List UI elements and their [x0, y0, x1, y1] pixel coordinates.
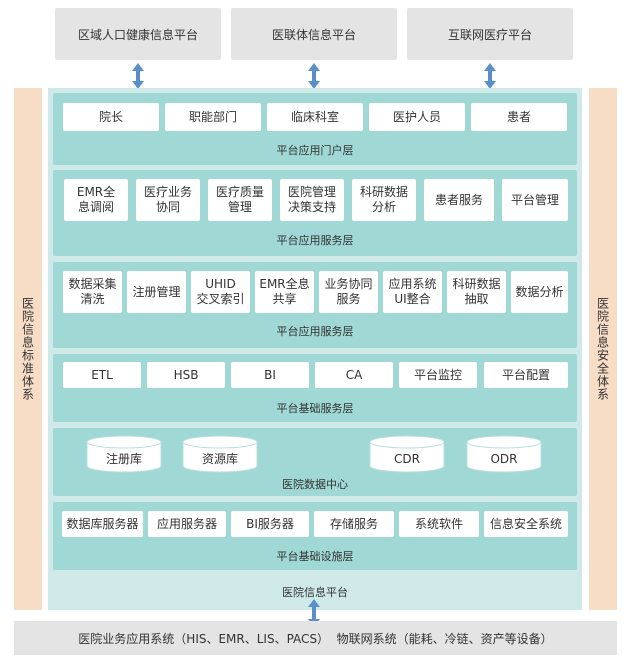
- service-item-label: 科研数据 分析: [359, 185, 408, 214]
- portal-item-label: 院长: [98, 109, 123, 124]
- infrastructure-item: 应用服务器: [148, 511, 226, 537]
- service-item-label: 医院管理 决策支持: [287, 185, 336, 214]
- service-item-label: 科研数据 抽取: [452, 277, 501, 306]
- top-system-internet-hospital: 互联网医疗平台: [407, 8, 573, 60]
- infrastructure-item-label: 应用服务器: [156, 516, 217, 531]
- business-systems-label: 医院业务应用系统（HIS、EMR、LIS、PACS） 物联网系统（能耗、冷链、资…: [78, 631, 553, 646]
- platform-label: 医院信息平台: [282, 586, 348, 599]
- double-arrow-icon: [308, 63, 320, 89]
- base-service-layer-label: 平台基础服务层: [276, 402, 354, 415]
- double-arrow-icon: [132, 63, 144, 89]
- top-system-label: 区域人口健康信息平台: [77, 27, 198, 42]
- standards-pillar-label: 医院信息标准体系: [20, 297, 35, 401]
- service-item-label: 平台管理: [510, 192, 559, 207]
- service-item-label: 应用系统 UI整合: [388, 277, 437, 306]
- application-service-layer-2-label: 平台应用服务层: [276, 325, 354, 338]
- infrastructure-item-label: 存储服务: [329, 516, 378, 531]
- portal-item-label: 医护人员: [392, 109, 441, 124]
- base-service-item: BI: [231, 362, 309, 388]
- database-label: 注册库: [105, 452, 142, 466]
- top-system-medical-alliance: 医联体信息平台: [231, 8, 397, 60]
- database-label: 资源库: [201, 452, 238, 466]
- service-item: 医疗质量 管理: [208, 179, 272, 221]
- standards-pillar: 医院信息标准体系: [14, 88, 42, 610]
- infrastructure-item-label: 系统软件: [414, 516, 463, 531]
- portal-item: 院长: [63, 103, 159, 131]
- database-icon: [369, 435, 445, 473]
- portal-layer-label: 平台应用门户层: [276, 144, 354, 157]
- portal-item: 职能部门: [165, 103, 261, 131]
- service-item: EMR全 息调阅: [64, 179, 128, 221]
- service-item-label: EMR全息 共享: [259, 277, 310, 306]
- database-icon: [182, 435, 258, 473]
- portal-item-label: 职能部门: [188, 109, 237, 124]
- base-service-item-label: 平台配置: [501, 367, 550, 382]
- service-item: 科研数据 分析: [352, 179, 416, 221]
- base-service-item: 平台监控: [399, 362, 477, 388]
- service-item: 医疗业务 协同: [136, 179, 200, 221]
- infrastructure-item: BI服务器: [231, 511, 309, 537]
- security-pillar-label: 医院信息安全体系: [595, 297, 610, 401]
- infrastructure-item-label: 数据库服务器: [66, 516, 139, 531]
- service-item-label: 注册管理: [132, 284, 181, 299]
- service-item-label: 医疗业务 协同: [143, 185, 192, 214]
- portal-item: 患者: [471, 103, 567, 131]
- top-system-label: 医联体信息平台: [271, 27, 356, 42]
- service-item-label: 数据采集 清洗: [68, 277, 117, 306]
- base-service-item: HSB: [147, 362, 225, 388]
- service-item: 业务协同 服务: [319, 271, 378, 313]
- service-item-label: EMR全 息调阅: [76, 185, 116, 214]
- application-service-layer-1-label: 平台应用服务层: [276, 234, 354, 247]
- top-system-regional-health: 区域人口健康信息平台: [55, 8, 221, 60]
- infrastructure-item-label: BI服务器: [246, 516, 294, 531]
- service-item-label: 患者服务: [434, 192, 483, 207]
- infrastructure-item-label: 信息安全系统: [489, 516, 562, 531]
- base-service-item-label: 平台监控: [413, 367, 462, 382]
- portal-item: 医护人员: [369, 103, 465, 131]
- service-item-label: 数据分析: [515, 284, 564, 299]
- service-item-label: 医疗质量 管理: [215, 185, 264, 214]
- data-center-label: 医院数据中心: [282, 478, 348, 491]
- service-item-label: 业务协同 服务: [324, 277, 373, 306]
- infrastructure-item: 信息安全系统: [484, 511, 568, 537]
- database-label: ODR: [490, 452, 518, 466]
- infrastructure-item: 系统软件: [399, 511, 479, 537]
- service-item-label: UHID 交叉索引: [196, 277, 245, 306]
- base-service-item-label: BI: [264, 367, 276, 382]
- business-systems-bar: 医院业务应用系统（HIS、EMR、LIS、PACS） 物联网系统（能耗、冷链、资…: [14, 621, 617, 655]
- infrastructure-item: 数据库服务器: [62, 511, 143, 537]
- base-service-item-label: ETL: [91, 367, 113, 382]
- portal-item-label: 临床科室: [290, 109, 339, 124]
- service-item: 应用系统 UI整合: [383, 271, 442, 313]
- database-icon: [466, 435, 542, 473]
- service-item: 数据分析: [511, 271, 568, 313]
- double-arrow-icon: [484, 63, 496, 89]
- portal-item-label: 患者: [506, 109, 531, 124]
- security-pillar: 医院信息安全体系: [589, 88, 617, 610]
- service-item: 患者服务: [424, 179, 494, 221]
- portal-item: 临床科室: [267, 103, 363, 131]
- service-item: 平台管理: [502, 179, 568, 221]
- service-item: EMR全息 共享: [255, 271, 314, 313]
- infrastructure-layer-label: 平台基础设施层: [276, 550, 354, 563]
- service-item: 医院管理 决策支持: [280, 179, 344, 221]
- infrastructure-item: 存储服务: [314, 511, 394, 537]
- base-service-item-label: CA: [345, 367, 363, 382]
- base-service-item-label: HSB: [173, 367, 199, 382]
- top-system-label: 互联网医疗平台: [447, 27, 532, 42]
- service-item: UHID 交叉索引: [191, 271, 250, 313]
- service-item: 数据采集 清洗: [63, 271, 122, 313]
- database-icon: [86, 435, 162, 473]
- base-service-item: 平台配置: [484, 362, 568, 388]
- base-service-item: ETL: [63, 362, 141, 388]
- service-item: 科研数据 抽取: [447, 271, 506, 313]
- double-arrow-icon: [308, 599, 320, 627]
- database-label: CDR: [394, 452, 420, 466]
- base-service-item: CA: [315, 362, 393, 388]
- service-item: 注册管理: [127, 271, 186, 313]
